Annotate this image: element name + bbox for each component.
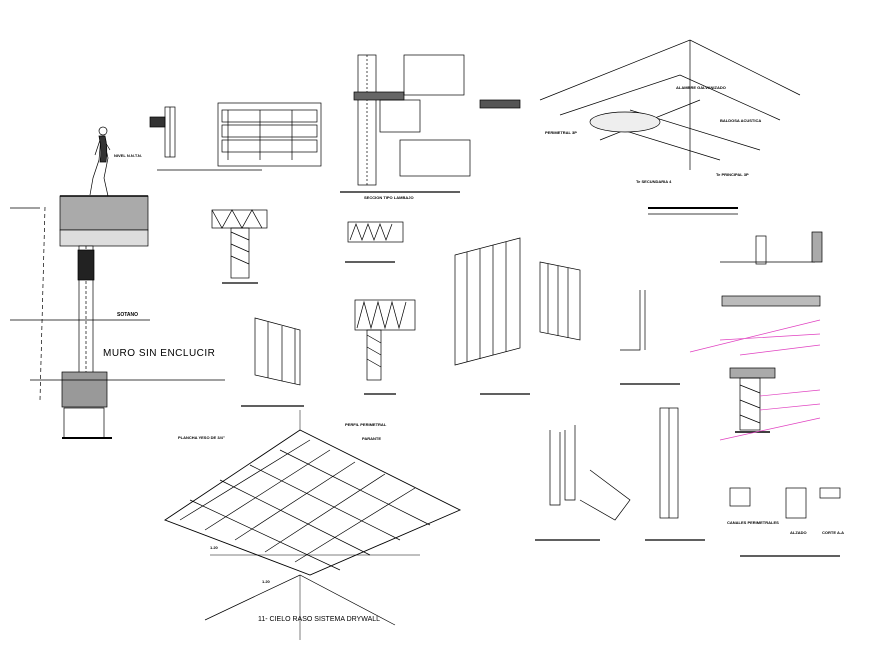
alzado-label: ALZADO [790, 530, 807, 535]
perfil-perimetral-label: PERFIL PERIMETRAL [345, 422, 387, 427]
canal-label: CANALES PERIMETRALES [727, 520, 779, 525]
section-tipo [340, 54, 521, 193]
dimension-2: 1.20 [262, 579, 270, 584]
ground-slab [59, 195, 149, 247]
wall-title: MURO SIN ENCLUCIR [103, 348, 216, 359]
wire-label: ALAMBRE GALVANIZADO [676, 85, 726, 90]
drywall-ceiling-grid [164, 410, 462, 640]
perimetral-label: PERIMETRAL 3P [545, 130, 577, 135]
corte-label: CORTE A-A [822, 530, 845, 535]
section-title: SECCION TIPO LAMBAJO [364, 195, 414, 200]
tile-label: BALDOSA ACUSTICA [720, 118, 762, 123]
tee-secondary-label: Te SECUNDARIA 4 [636, 179, 672, 184]
wall-column [61, 245, 112, 439]
ground-level-label: NIVEL N.N.T.N. [114, 153, 142, 158]
parante-label: PARANTE [362, 436, 382, 441]
ceiling-main-title: 11- CIELO RASO SISTEMA DRYWALL [258, 616, 381, 623]
plancha-label: PLANCHA YESO DE 3/4" [178, 435, 225, 440]
ceiling-perspective [539, 39, 801, 215]
pink-lines [689, 319, 821, 441]
person-figure [89, 126, 111, 197]
basement-label: SOTANO [117, 312, 139, 318]
dimension-1: 1.20 [210, 545, 218, 550]
detail-right [620, 231, 823, 433]
detail-top-left [149, 102, 322, 171]
stud-frame [241, 237, 581, 407]
insulation-panel [211, 209, 416, 395]
post-details [535, 407, 841, 557]
tee-main-label: Te PRINCIPAL 3P [716, 172, 749, 177]
